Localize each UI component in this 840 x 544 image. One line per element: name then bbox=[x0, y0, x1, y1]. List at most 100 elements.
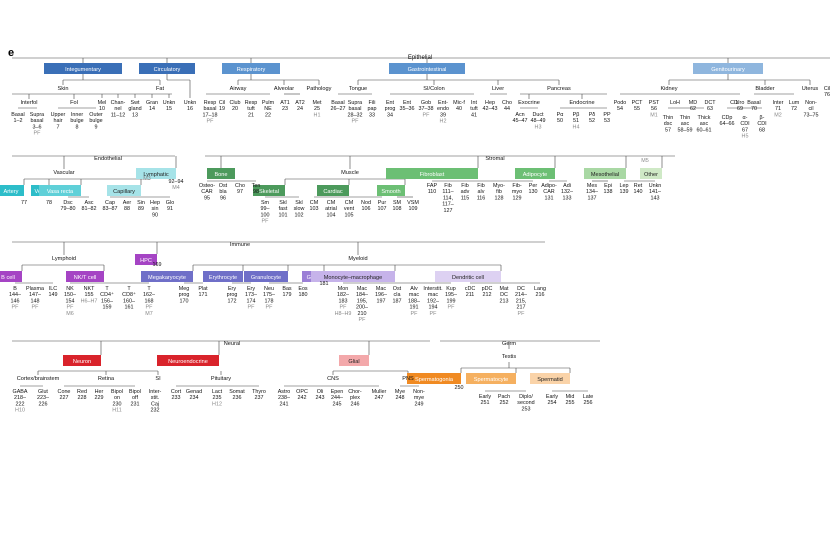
leaf-annotation-ery: PF bbox=[248, 305, 256, 311]
label-liver: Liver bbox=[492, 86, 504, 92]
leaf-gmp-num: 181 bbox=[320, 281, 329, 287]
leaf-annotation-supra-basal-tongue: PF bbox=[352, 119, 360, 125]
box-label-respiratory: Respiratory bbox=[237, 67, 266, 73]
box-fill-b-cell bbox=[0, 271, 22, 282]
box-neuron: Neuron bbox=[63, 355, 101, 366]
box-fill-other bbox=[640, 168, 662, 179]
label-cns: CNS bbox=[327, 376, 339, 382]
box-bone: Bone bbox=[207, 168, 235, 179]
box-glial: Glial bbox=[339, 355, 369, 366]
box-mesothelial: Mesothelial bbox=[584, 168, 626, 179]
box-fill-cardiac bbox=[317, 185, 349, 196]
leaf-annotation-lact: H12 bbox=[212, 401, 222, 407]
leaf-annotation-interstit-mac: PF bbox=[430, 311, 438, 317]
box-label-circulatory: Circulatory bbox=[154, 67, 181, 73]
label-tongue: Tongue bbox=[349, 86, 367, 92]
box-fill-circulatory bbox=[139, 63, 195, 74]
box-fill-megakaryocyte bbox=[141, 271, 193, 282]
box-label-gastrointestinal: Gastrointestinal bbox=[408, 67, 447, 73]
label-skin: Skin bbox=[58, 86, 69, 92]
box-fill-capillary bbox=[107, 185, 141, 196]
label-si-colon: SI/Colon bbox=[423, 86, 444, 92]
leaf-hpc-num: 169 bbox=[153, 262, 162, 268]
box-label-megakaryocyte: Megakaryocyte bbox=[148, 275, 186, 281]
box-fibroblast: Fibroblast bbox=[386, 168, 478, 179]
box-spermatid: Spermatid bbox=[530, 373, 570, 384]
label-interfol: Interfol bbox=[20, 100, 37, 106]
box-skeletal: Skeletal bbox=[253, 185, 285, 196]
panel-label: e bbox=[8, 47, 14, 59]
annotation-m3: M3 bbox=[143, 176, 151, 182]
box-hpc: HPC bbox=[135, 254, 157, 265]
leaf-annotation-resp-cil: PF bbox=[207, 119, 215, 125]
box-fill-adipocyte bbox=[515, 168, 555, 179]
box-nk-t-cell: NK/T cell bbox=[66, 271, 104, 282]
leaf-annotation-supra-basal-skin: PF bbox=[34, 131, 42, 137]
box-fill-dendritic-cell bbox=[435, 271, 501, 282]
leaf-annotation-plasma: PF bbox=[32, 305, 40, 311]
label-si-neural: SI bbox=[155, 376, 161, 382]
box-label-spermatid: Spermatid bbox=[537, 377, 563, 383]
box-label-nk-t-cell: NK/T cell bbox=[74, 275, 97, 281]
label-pathology: Pathology bbox=[307, 86, 332, 92]
leaf-spermatogonia-num: 250 bbox=[455, 385, 464, 391]
box-fill-neuroendocrine bbox=[157, 355, 219, 366]
box-label-capillary: Capillary bbox=[113, 189, 135, 195]
leaf-annotation-lymphatic-num: M4 bbox=[172, 185, 180, 191]
